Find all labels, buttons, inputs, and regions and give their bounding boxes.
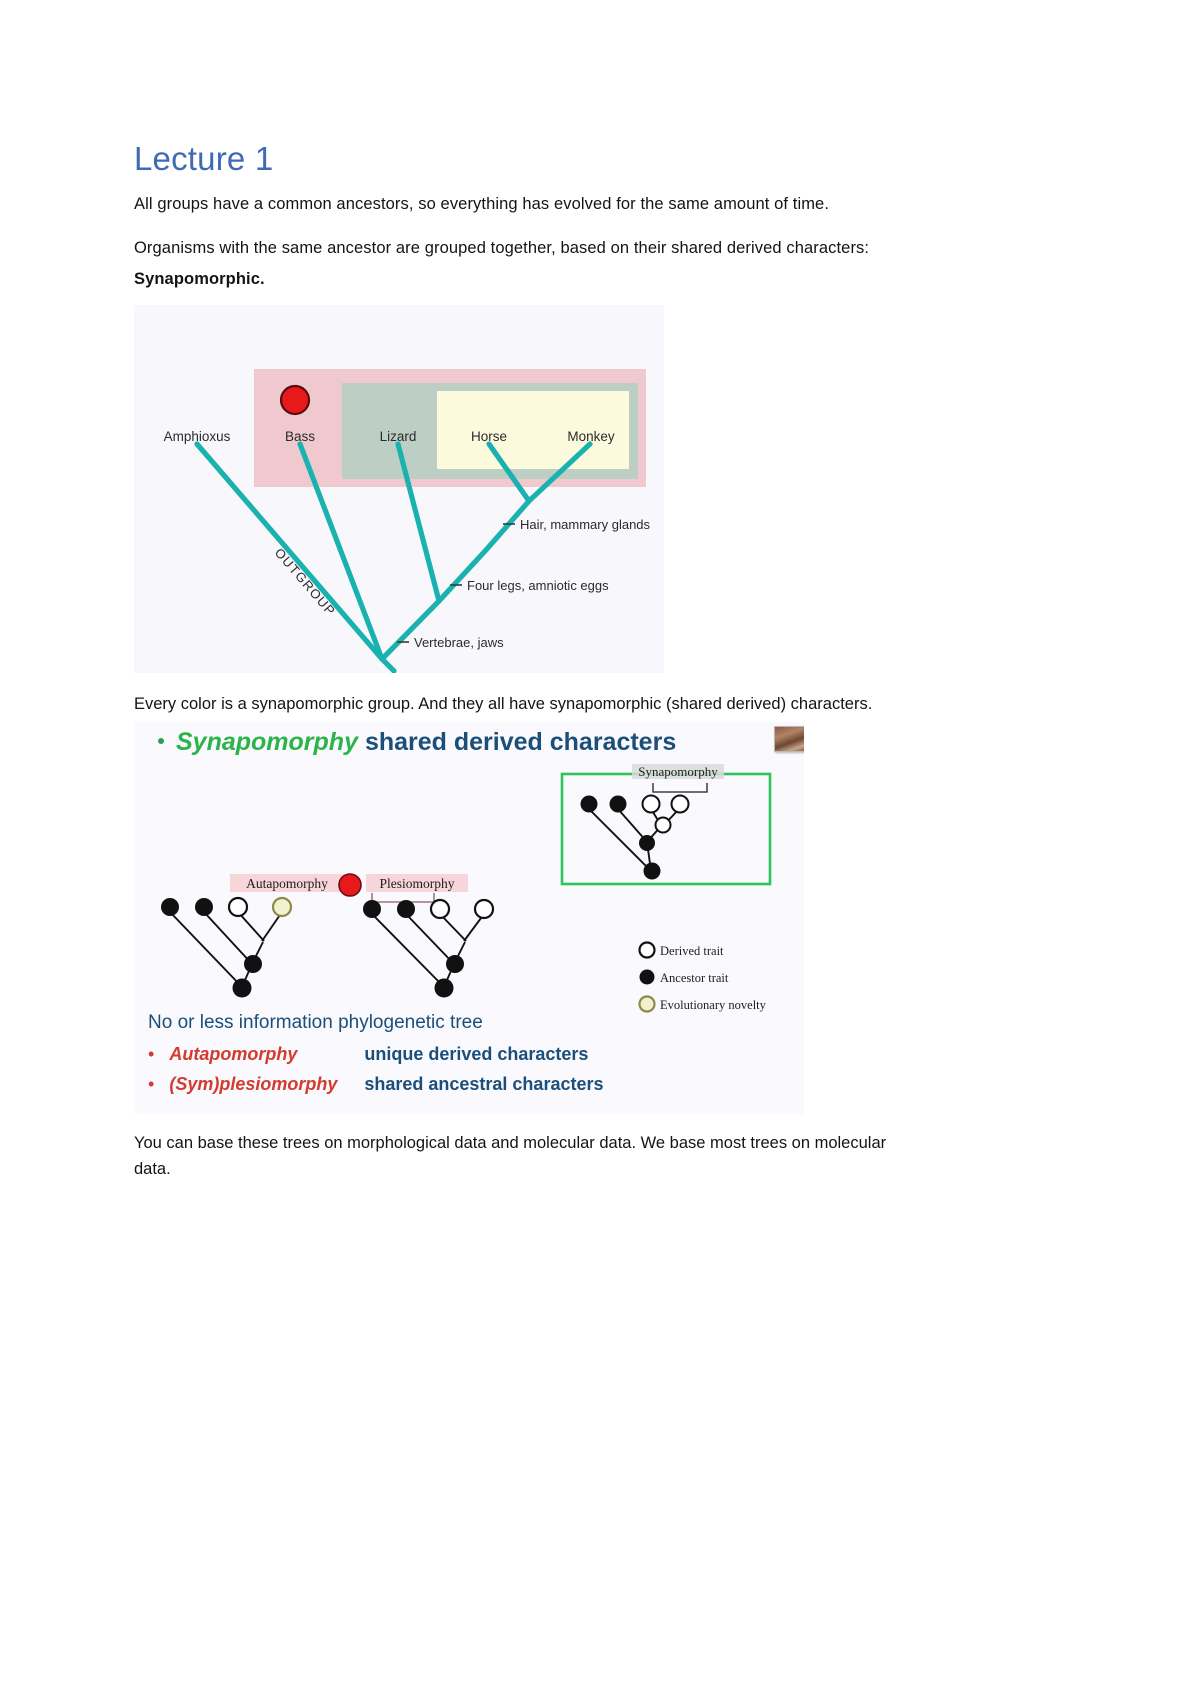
slide-title: Synapomorphy shared derived characters xyxy=(158,728,676,757)
taxon-label-amphioxus: Amphioxus xyxy=(164,429,231,444)
bullet-dot-icon xyxy=(158,738,164,745)
bottom-definition-plesiomorphy: shared ancestral characters xyxy=(364,1074,604,1094)
node-ancestor xyxy=(161,898,179,916)
node-derived xyxy=(654,816,672,834)
bottom-definition-autapomorphy: unique derived characters xyxy=(364,1044,589,1064)
taxon-label-horse: Horse xyxy=(471,429,507,444)
node-derived xyxy=(670,794,690,814)
paragraph-2: Organisms with the same ancestor are gro… xyxy=(134,236,1054,262)
slide-thumbnail-image xyxy=(774,726,804,752)
synapomorphy-diagrams: Synapomorphy Autapomorphy xyxy=(161,764,772,1013)
legend-label-ancestor: Ancestor trait xyxy=(660,971,729,985)
trait-tick-marks xyxy=(397,523,515,643)
red-marker-bass xyxy=(279,384,311,416)
paragraph-2-lead: Organisms with the same ancestor are gro… xyxy=(134,238,870,257)
figure-1-caption: Every color is a synapomorphic group. An… xyxy=(134,695,873,713)
boxed-tree-label: Synapomorphy xyxy=(638,764,718,779)
plesiomorphy-label-bg xyxy=(366,874,468,892)
bottom-line-autapomorphy: • Autapomorphy unique derived characters xyxy=(148,1044,588,1065)
node-derived xyxy=(227,896,249,918)
taxon-label-monkey: Monkey xyxy=(567,429,615,444)
node-derived xyxy=(473,898,495,920)
cladogram-branches xyxy=(194,441,593,673)
bottom-term-autapomorphy: Autapomorphy xyxy=(169,1044,298,1064)
middle-tree-label: Plesiomorphy xyxy=(379,876,454,891)
node-evolutionary-novelty xyxy=(271,896,293,918)
slide-title-definition: shared derived characters xyxy=(364,728,677,756)
legend-label-derived: Derived trait xyxy=(660,944,724,958)
legend-filled-circle-icon xyxy=(639,969,655,985)
legend-cream-circle-icon xyxy=(638,995,656,1013)
document-text-body: Lecture 1 All groups have a common ances… xyxy=(134,140,1054,311)
node-ancestor xyxy=(195,898,213,916)
bottom-line-plesiomorphy: • (Sym)plesiomorphy shared ancestral cha… xyxy=(148,1074,604,1095)
node-ancestor xyxy=(363,900,381,918)
trait-label-four-legs: Four legs, amniotic eggs xyxy=(467,578,609,593)
synapomorphy-label-bg xyxy=(632,764,724,779)
node-ancestor xyxy=(446,955,464,973)
node-ancestor xyxy=(639,835,655,851)
paragraph-1: All groups have a common ancestors, so e… xyxy=(134,194,830,213)
trait-label-vertebrae-jaws: Vertebrae, jaws xyxy=(414,635,504,650)
bottom-term-plesiomorphy: (Sym)plesiomorphy xyxy=(169,1074,338,1094)
red-bullet-icon: • xyxy=(148,1074,155,1094)
legend-label-novelty: Evolutionary novelty xyxy=(660,998,767,1012)
synapomorphic-term: Synapomorphic. xyxy=(134,270,265,289)
taxon-label-bass: Bass xyxy=(285,429,315,444)
left-tree-branches xyxy=(169,911,283,988)
page-title: Lecture 1 xyxy=(134,140,274,177)
node-derived xyxy=(429,898,451,920)
synapomorphy-bracket xyxy=(652,783,708,793)
diagram-legend: Derived trait Ancestor trait Evolutionar… xyxy=(638,941,767,1013)
node-ancestor xyxy=(397,900,415,918)
paragraph-3: You can base these trees on morphologica… xyxy=(134,1134,887,1179)
node-ancestor xyxy=(232,978,252,998)
red-marker-plesiomorphy xyxy=(338,873,362,897)
legend-open-circle-icon xyxy=(638,941,656,959)
slide-title-term: Synapomorphy xyxy=(176,728,358,756)
node-ancestor xyxy=(609,795,627,813)
left-tree-label: Autapomorphy xyxy=(246,876,328,891)
node-ancestor xyxy=(580,795,598,813)
bottom-heading: No or less information phylogenetic tree xyxy=(148,1012,483,1033)
paragraph-2-bold-line: Synapomorphic. xyxy=(134,267,1054,293)
taxon-label-lizard: Lizard xyxy=(380,429,417,444)
red-bullet-icon: • xyxy=(148,1044,155,1064)
autapomorphy-label-bg xyxy=(230,874,344,892)
middle-tree-branches xyxy=(371,913,485,988)
group-box-mammals xyxy=(437,391,629,469)
node-ancestor xyxy=(643,862,661,880)
node-derived xyxy=(641,794,661,814)
node-ancestor xyxy=(244,955,262,973)
node-ancestor xyxy=(434,978,454,998)
figure-synapomorphy-slide: Synapomorphy shared derived characters S… xyxy=(134,722,804,1114)
trait-label-hair-mammary: Hair, mammary glands xyxy=(520,517,651,532)
figure-vertebrate-cladogram: Amphioxus Bass Lizard Horse Monkey OUTGR… xyxy=(134,305,664,673)
